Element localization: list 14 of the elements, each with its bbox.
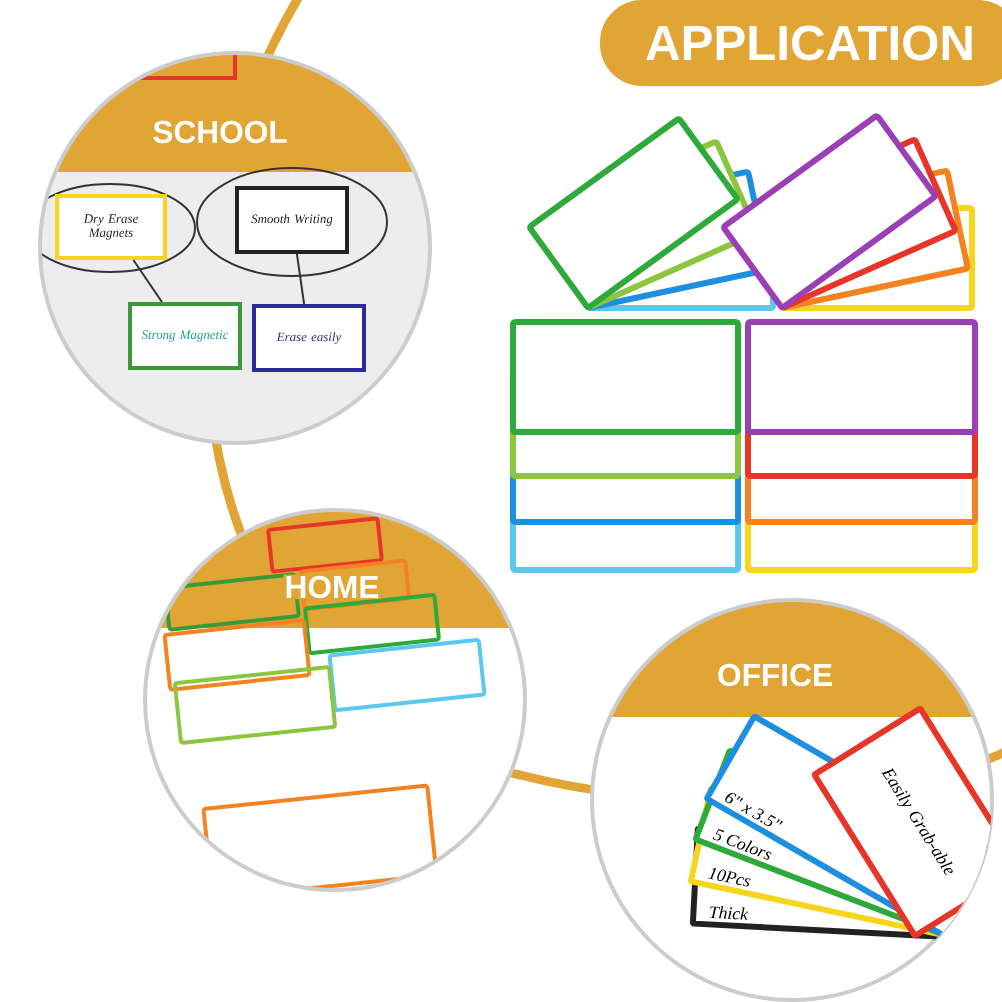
connector-line (295, 253, 306, 305)
heading: HOME (286, 575, 379, 599)
handwritten-text: Thick (710, 906, 749, 920)
magnet-label: Strong Magnetic (128, 302, 242, 370)
heading: OFFICE (718, 663, 832, 687)
magnet-label: Dry Erase Magnets (55, 194, 167, 260)
photo-circle (143, 508, 527, 892)
handwritten-text: 6" x 3.5" (725, 793, 783, 827)
handwritten-text: 5 Colors (712, 828, 772, 860)
magnet-label: Smooth Writing (235, 186, 349, 254)
title-banner: APPLICATION (600, 0, 1002, 86)
heading: SCHOOL (153, 120, 287, 144)
handwritten-text: 10Pcs (707, 868, 751, 887)
magnet-label: Erase easily (252, 304, 366, 372)
